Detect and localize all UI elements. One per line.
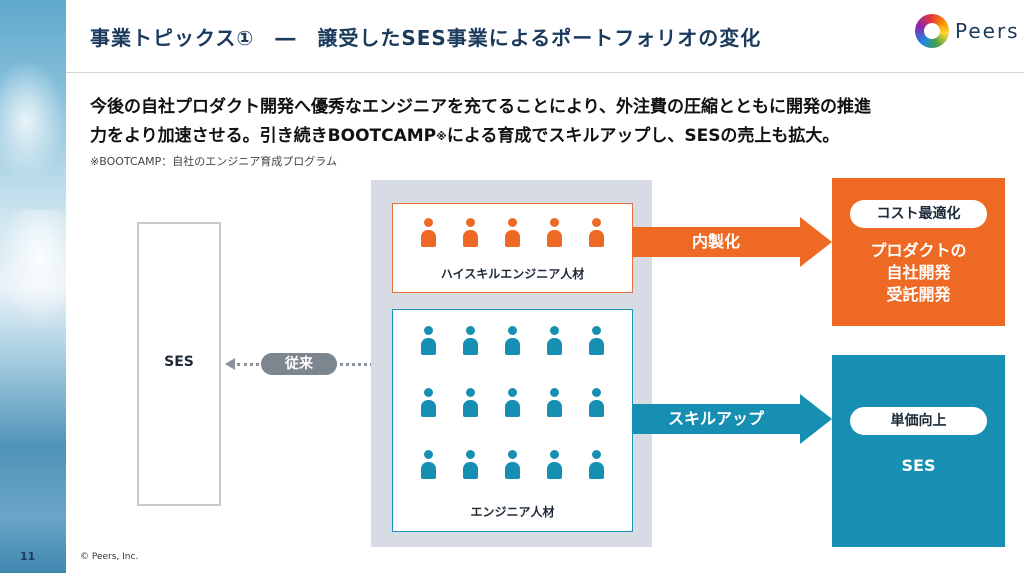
footnote-mark: ※ bbox=[436, 130, 447, 143]
lead-line-1: 今後の自社プロダクト開発へ優秀なエンジニアを充てることにより、外注費の圧縮ととも… bbox=[90, 97, 871, 117]
insource-arrow: 内製化 bbox=[632, 217, 832, 267]
header-divider bbox=[66, 72, 1024, 73]
arrow-head-left-icon bbox=[225, 358, 235, 370]
person-icon bbox=[463, 326, 478, 356]
person-icon bbox=[589, 218, 604, 248]
cloud-decoration bbox=[0, 210, 66, 330]
person-icon bbox=[463, 218, 478, 248]
engineer-label: エンジニア人材 bbox=[470, 505, 555, 519]
result-cost-text: プロダクトの 自社開発 受託開発 bbox=[832, 240, 1005, 306]
skillup-label: スキルアップ bbox=[667, 409, 764, 428]
person-icon bbox=[421, 388, 436, 418]
high-skill-engineer-box: ハイスキルエンジニア人材 bbox=[392, 203, 633, 293]
person-icon bbox=[421, 218, 436, 248]
logo-ring-icon bbox=[915, 14, 949, 48]
copyright: © Peers, Inc. bbox=[80, 552, 139, 562]
result-line: 受託開発 bbox=[886, 285, 951, 304]
footnote: ※BOOTCAMP：自社のエンジニア育成プログラム bbox=[90, 155, 337, 168]
ses-box: SES bbox=[137, 222, 221, 506]
cost-optimization-pill: コスト最適化 bbox=[850, 200, 987, 228]
result-cost-box: コスト最適化 プロダクトの 自社開発 受託開発 bbox=[832, 178, 1005, 326]
lead-line-2-end: による育成でスキルアップし、SESの売上も拡大。 bbox=[446, 126, 840, 146]
person-icon bbox=[505, 388, 520, 418]
high-skill-label: ハイスキルエンジニア人材 bbox=[440, 267, 585, 281]
person-icon bbox=[589, 450, 604, 480]
engineer-box: エンジニア人材 bbox=[392, 309, 633, 532]
result-line: 自社開発 bbox=[886, 263, 951, 282]
skillup-arrow: スキルアップ bbox=[632, 394, 832, 444]
slide-title: 事業トピックス① ― 譲受したSES事業によるポートフォリオの変化 bbox=[90, 26, 762, 50]
cloud-decoration bbox=[0, 60, 66, 180]
person-icon bbox=[547, 218, 562, 248]
person-icon bbox=[505, 450, 520, 480]
person-icon bbox=[589, 388, 604, 418]
person-icon bbox=[589, 326, 604, 356]
result-line: プロダクトの bbox=[870, 241, 967, 260]
company-logo: Peers bbox=[915, 14, 1020, 48]
arrow-right-icon bbox=[800, 394, 832, 444]
person-icon bbox=[505, 218, 520, 248]
arrow-right-icon bbox=[800, 217, 832, 267]
lead-line-2-start: 力をより加速させる。引き続きBOOTCAMP bbox=[90, 126, 437, 146]
person-icon bbox=[547, 388, 562, 418]
lead-paragraph: 今後の自社プロダクト開発へ優秀なエンジニアを充てることにより、外注費の圧縮ととも… bbox=[90, 93, 1010, 151]
person-icon bbox=[421, 326, 436, 356]
arrow-shaft bbox=[632, 227, 800, 257]
lead-line-2: 力をより加速させる。引き続きBOOTCAMP※による育成でスキルアップし、SES… bbox=[90, 122, 1010, 151]
decorative-sky-strip bbox=[0, 0, 66, 573]
ses-box-label: SES bbox=[164, 354, 194, 370]
result-ses-box: 単価向上 SES bbox=[832, 355, 1005, 547]
logo-text: Peers bbox=[955, 19, 1020, 43]
page-number: 11 bbox=[20, 550, 36, 563]
insource-label: 内製化 bbox=[691, 232, 740, 251]
person-icon bbox=[421, 450, 436, 480]
result-ses-text: SES bbox=[901, 456, 936, 475]
person-icon bbox=[463, 388, 478, 418]
person-icon bbox=[547, 326, 562, 356]
person-icon bbox=[463, 450, 478, 480]
person-icon bbox=[505, 326, 520, 356]
conventional-arrow: 従来 bbox=[225, 353, 373, 375]
conventional-pill: 従来 bbox=[261, 353, 337, 375]
arrow-shaft bbox=[632, 404, 800, 434]
person-icon bbox=[547, 450, 562, 480]
unit-price-pill: 単価向上 bbox=[850, 407, 987, 435]
